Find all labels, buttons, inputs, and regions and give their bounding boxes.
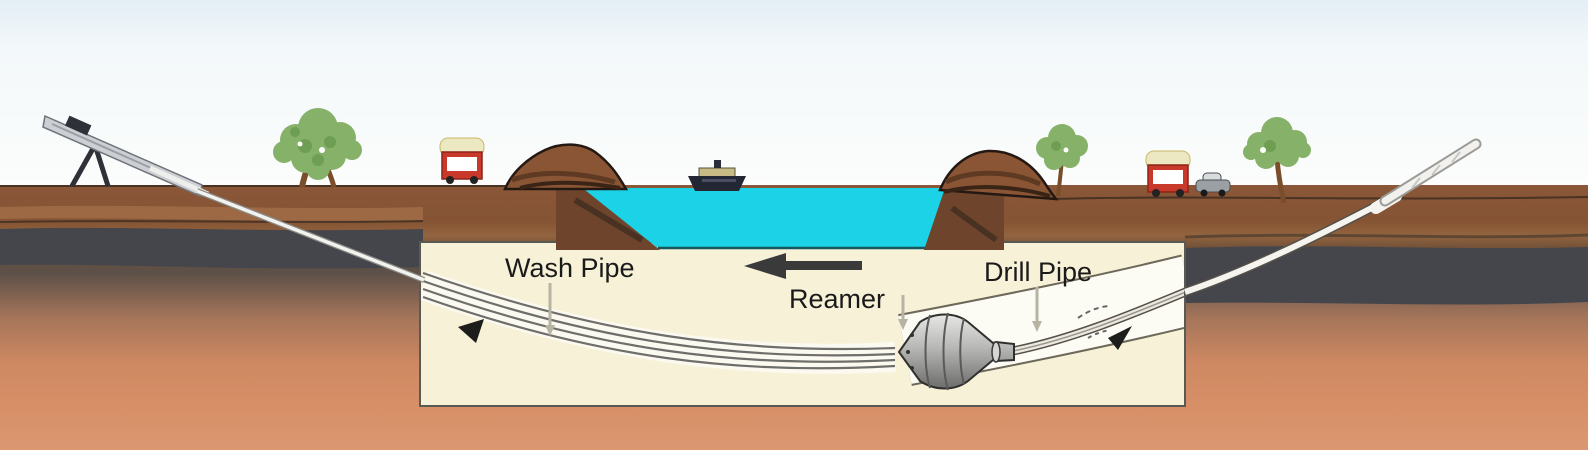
truck-window <box>1153 170 1183 184</box>
reamer-label: Reamer <box>789 284 885 314</box>
truck-right <box>1145 150 1191 197</box>
inset-contents <box>421 254 1184 391</box>
reamer-bolt <box>910 366 914 370</box>
right-hill-stripe <box>944 170 1042 187</box>
dark-stratum-right <box>1185 246 1588 305</box>
reamer-bolt <box>906 350 910 354</box>
truck-left <box>439 137 485 184</box>
right-bank-stripe <box>950 205 998 243</box>
wash-pipe-line <box>422 279 896 357</box>
tree-highlight <box>319 147 325 153</box>
tree-highlight <box>297 141 303 147</box>
drill-rig <box>42 114 210 198</box>
ground-edge-right <box>1051 196 1588 200</box>
truck-window <box>447 157 477 171</box>
left-bank-stripe <box>573 197 644 243</box>
entry-drill-string <box>196 189 425 282</box>
truck-wheel <box>446 176 454 184</box>
wash-pipe-line <box>422 295 896 370</box>
wash-pipe-line <box>422 287 896 363</box>
dark-stratum-left <box>0 227 423 269</box>
soil-line-left <box>0 220 424 223</box>
reamer-collar <box>991 341 1001 363</box>
tree-mid-right <box>1036 124 1088 197</box>
exit-bore <box>1184 198 1387 295</box>
river-water <box>578 188 948 248</box>
wash-pipe-label: Wash Pipe <box>505 253 635 283</box>
car-wheel <box>1218 189 1226 197</box>
boat-hull-stripe <box>702 179 736 182</box>
exit-pipe-joints <box>1411 151 1461 189</box>
tree-left <box>273 108 362 188</box>
flow-arrowhead-right <box>1108 326 1132 350</box>
tree-foliage-shade <box>1264 140 1276 152</box>
wash-pipe-band <box>421 270 896 374</box>
car <box>1195 172 1231 197</box>
tree-highlight <box>1260 147 1266 153</box>
drill-pipe-centerline <box>1007 291 1184 353</box>
truck-wheel <box>470 176 478 184</box>
exit-pipe <box>1381 140 1480 205</box>
reamer-ridge <box>924 314 931 389</box>
soil-line-right <box>1184 233 1588 239</box>
rig-motor <box>65 115 92 136</box>
tree-right <box>1243 117 1311 204</box>
car-body <box>1195 179 1231 193</box>
boat-deckhouse <box>698 167 736 178</box>
left-hill-stripe <box>511 170 616 185</box>
truck-wheel <box>1152 189 1160 197</box>
flow-arrowhead-left <box>458 319 484 343</box>
boat-funnel <box>714 160 721 168</box>
rotation-dashes <box>1087 329 1111 339</box>
arrow-head <box>744 253 786 279</box>
reamer-bolt <box>910 333 914 337</box>
reamer-ridge <box>959 317 965 385</box>
tree-foliage <box>1036 124 1088 170</box>
boat <box>688 160 746 191</box>
truck-wheel <box>1176 189 1184 197</box>
tree-highlight <box>1063 147 1069 153</box>
reamer-ridge <box>942 312 949 391</box>
drill-pipe-leader-arrow <box>1032 321 1042 332</box>
drill-pipe-label: Drill Pipe <box>984 257 1092 287</box>
left-hill-stripe <box>519 180 621 190</box>
arrow-shaft <box>780 261 862 270</box>
pull-direction-arrow <box>744 253 862 279</box>
right-hill <box>938 149 1059 201</box>
rotation-dashes <box>1077 305 1109 319</box>
rig-leg <box>69 143 98 188</box>
car-wheel <box>1200 189 1208 197</box>
boat-hull <box>688 176 746 191</box>
reamer-tool <box>897 313 1015 390</box>
rig-leg <box>92 144 111 187</box>
wash-pipe-line <box>422 271 896 351</box>
tree-foliage-shade <box>1051 141 1061 151</box>
wash-pipe-leader-arrow <box>545 325 555 336</box>
soil-tan-stripe-left <box>0 205 423 222</box>
reamer-leader-arrow <box>898 319 908 330</box>
left-hill <box>503 143 629 191</box>
sky <box>0 0 1588 200</box>
right-hill-stripe <box>943 185 1051 198</box>
